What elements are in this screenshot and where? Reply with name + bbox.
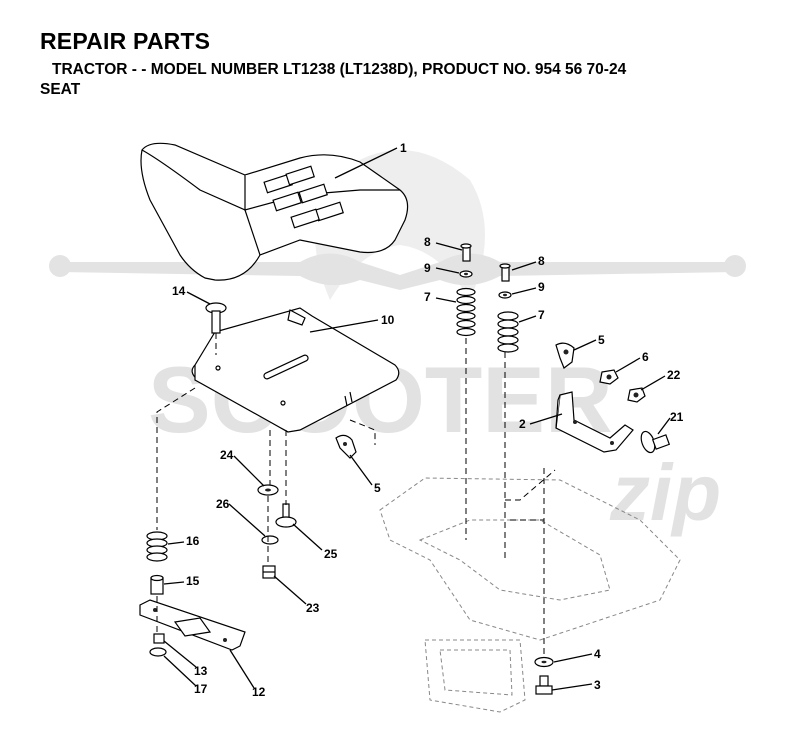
- callout-12: 12: [252, 685, 266, 699]
- bolt-part-25: [275, 503, 297, 528]
- model-subtitle: TRACTOR - - MODEL NUMBER LT1238 (LT1238D…: [52, 61, 627, 78]
- seat-pan-part: [191, 307, 400, 433]
- watermark-script: zip: [609, 448, 721, 537]
- spring-assembly-right: [497, 263, 519, 353]
- shoulder-bolt-part: [640, 430, 671, 454]
- washer-part-17: [149, 647, 167, 657]
- callout-15: 15: [186, 574, 200, 588]
- callout-5-upper: 5: [598, 333, 605, 347]
- callout-8-left: 8: [424, 235, 431, 249]
- leader-lines: [163, 147, 671, 691]
- spring-assembly-left: [456, 243, 476, 337]
- callout-5-lower: 5: [374, 481, 381, 495]
- lock-nut-part: [627, 387, 646, 403]
- section-label: SEAT: [40, 81, 81, 98]
- callout-9-left: 9: [424, 261, 431, 275]
- bolt-part-3: [535, 675, 553, 695]
- callout-4: 4: [594, 647, 601, 661]
- nut-part: [599, 369, 619, 385]
- callout-24: 24: [220, 448, 234, 462]
- callout-3: 3: [594, 678, 601, 692]
- callout-22: 22: [667, 368, 681, 382]
- pivot-bracket-part: [555, 391, 634, 453]
- callout-26: 26: [216, 497, 230, 511]
- callout-13: 13: [194, 664, 208, 678]
- callout-25: 25: [324, 547, 338, 561]
- callout-10: 10: [381, 313, 395, 327]
- seat-part: [140, 142, 409, 281]
- spring-part-16: [146, 531, 168, 562]
- callout-17: 17: [194, 682, 208, 696]
- callout-7-right: 7: [538, 308, 545, 322]
- callout-16: 16: [186, 534, 200, 548]
- callout-21: 21: [670, 410, 684, 424]
- callout-14: 14: [172, 284, 186, 298]
- nut-part-13: [153, 633, 165, 644]
- callout-2: 2: [519, 417, 526, 431]
- callout-1: 1: [400, 141, 407, 155]
- callout-23: 23: [306, 601, 320, 615]
- seat-clip-part-upper: [555, 342, 575, 369]
- watermark-right-knob: [724, 255, 746, 277]
- seat-bracket-part-12: [139, 599, 246, 651]
- carriage-bolt-part: [205, 302, 227, 334]
- watermark-left-knob: [49, 255, 71, 277]
- callout-7-left: 7: [424, 290, 431, 304]
- callout-9-right: 9: [538, 280, 545, 294]
- assembly-lines: [156, 333, 556, 658]
- callout-8-right: 8: [538, 254, 545, 268]
- callout-labels: 1 8 9 8 9 7 7 14 10 5 6 22 2 21 24 5 26 …: [172, 141, 684, 699]
- spacer-part-15: [150, 574, 164, 595]
- frame-outline: [379, 477, 681, 713]
- page-title: REPAIR PARTS: [40, 28, 211, 54]
- nut-part-23: [262, 565, 276, 579]
- washer-part-26: [261, 535, 279, 545]
- callout-6: 6: [642, 350, 649, 364]
- seat-clip-part-lower: [335, 434, 357, 459]
